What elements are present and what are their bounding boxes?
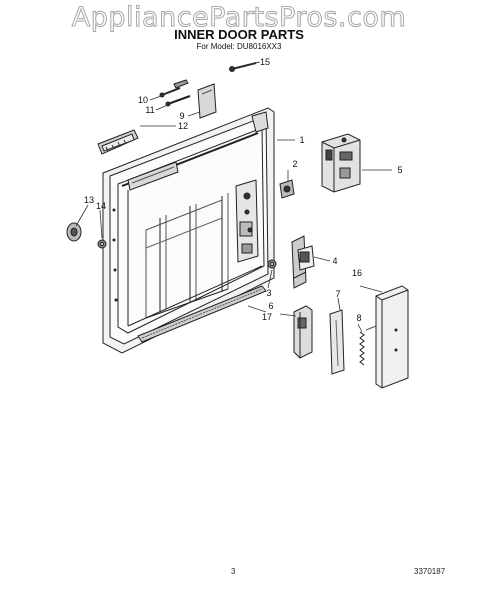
callout-6: 6 bbox=[268, 301, 274, 311]
strip-7 bbox=[329, 309, 345, 375]
callout-7: 7 bbox=[335, 289, 341, 299]
screw-15 bbox=[229, 62, 257, 72]
page-title: INNER DOOR PARTS bbox=[174, 27, 304, 42]
model-line: For Model: DU8016XX3 bbox=[196, 42, 282, 51]
knob-and-washer bbox=[66, 222, 107, 249]
callout-17: 17 bbox=[261, 312, 272, 322]
callout-12: 12 bbox=[177, 121, 188, 131]
document-number: 3370187 bbox=[414, 567, 446, 576]
callout-10: 10 bbox=[137, 95, 148, 105]
callout-8: 8 bbox=[356, 313, 362, 323]
callout-11: 11 bbox=[145, 105, 155, 115]
watermark: AppliancePartsPros.com bbox=[71, 2, 407, 34]
callout-13: 13 bbox=[83, 195, 94, 205]
callout-16: 16 bbox=[351, 268, 362, 278]
door-latch bbox=[291, 235, 315, 289]
part-2-and-3 bbox=[267, 179, 295, 269]
callout-2: 2 bbox=[292, 159, 298, 169]
callout-9: 9 bbox=[179, 111, 185, 121]
callout-5: 5 bbox=[397, 165, 403, 175]
spring-8 bbox=[359, 331, 365, 366]
clip-and-screws bbox=[159, 79, 217, 119]
callout-15: 15 bbox=[259, 57, 270, 67]
cover-panel-16 bbox=[365, 285, 409, 389]
door-handle bbox=[97, 129, 139, 155]
bottom-vent-strip bbox=[137, 285, 267, 343]
leader-lines bbox=[75, 61, 392, 333]
callout-1: 1 bbox=[299, 135, 305, 145]
callout-3: 3 bbox=[266, 288, 272, 298]
inner-door-panel bbox=[102, 107, 275, 354]
callout-4: 4 bbox=[332, 256, 338, 266]
bracket-6 bbox=[293, 305, 313, 359]
page-number: 3 bbox=[231, 567, 236, 576]
dispenser-module bbox=[321, 133, 361, 193]
callout-14: 14 bbox=[95, 201, 106, 211]
